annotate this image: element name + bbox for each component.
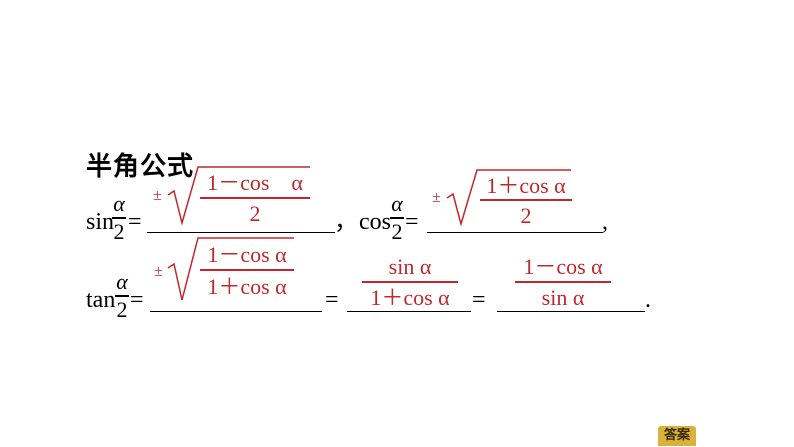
sin-radicand-bar bbox=[200, 197, 310, 199]
denominator: 2 bbox=[391, 218, 403, 244]
tan-radicand-bar bbox=[200, 269, 294, 271]
line-end-comma: , bbox=[602, 209, 608, 235]
tan-answer-blank-3 bbox=[497, 311, 645, 313]
tan-form2-bar bbox=[362, 281, 458, 283]
alpha-symbol: α bbox=[116, 269, 128, 294]
tan-form3-denominator: sin α bbox=[541, 285, 585, 310]
answer-button[interactable]: 答案 bbox=[658, 426, 696, 446]
plus-minus-sign: ± bbox=[153, 187, 162, 204]
equals-sign: = bbox=[128, 209, 142, 235]
radical-sign-icon bbox=[167, 237, 294, 301]
tan-answer-blank-1 bbox=[150, 311, 322, 313]
fraction-bar bbox=[112, 217, 126, 219]
plus-minus-sign: ± bbox=[432, 189, 441, 206]
tan-half-angle-fraction: α 2 bbox=[115, 271, 129, 321]
equals-sign: = bbox=[472, 287, 486, 313]
tan-radicand-denominator: 1＋cos α bbox=[207, 274, 287, 299]
cos-half-angle-fraction: α 2 bbox=[390, 193, 404, 243]
sin-answer-blank bbox=[147, 232, 335, 234]
sin-radicand-denominator: 2 bbox=[249, 201, 261, 226]
cos-label: cos bbox=[359, 209, 391, 235]
fraction-bar bbox=[390, 217, 404, 219]
tan-form3-bar bbox=[515, 281, 611, 283]
sin-half-angle-fraction: α 2 bbox=[112, 193, 126, 243]
tan-radicand-numerator: 1－cos α bbox=[207, 242, 287, 267]
alpha-symbol: α bbox=[113, 191, 125, 216]
radical-sign-icon bbox=[446, 169, 571, 227]
separator-comma: ， bbox=[334, 209, 358, 235]
tan-form3-numerator: 1－cos α bbox=[523, 254, 603, 279]
denominator: 2 bbox=[116, 296, 128, 322]
sin-label: sin bbox=[86, 209, 115, 235]
alpha-symbol: α bbox=[391, 191, 403, 216]
radical-sign-icon bbox=[167, 166, 310, 226]
fraction-bar bbox=[115, 295, 129, 297]
plus-minus-sign: ± bbox=[154, 263, 163, 280]
tan-form2-numerator: sin α bbox=[388, 254, 432, 279]
tan-answer-blank-2 bbox=[347, 311, 471, 313]
cos-radicand-denominator: 2 bbox=[520, 203, 532, 228]
section-heading: 半角公式 bbox=[86, 152, 195, 182]
cos-radicand-numerator: 1＋cos α bbox=[486, 173, 566, 198]
denominator: 2 bbox=[113, 218, 125, 244]
sin-radicand-numerator: 1－cos α bbox=[207, 170, 303, 195]
equals-sign: = bbox=[130, 287, 144, 313]
cos-radicand-bar bbox=[480, 199, 572, 201]
line-end-period: . bbox=[645, 287, 651, 313]
tan-label: tan bbox=[86, 287, 116, 313]
tan-form2-denominator: 1＋cos α bbox=[370, 285, 450, 310]
equals-sign: = bbox=[405, 209, 419, 235]
equals-sign: = bbox=[325, 287, 339, 313]
cos-answer-blank bbox=[427, 232, 603, 234]
